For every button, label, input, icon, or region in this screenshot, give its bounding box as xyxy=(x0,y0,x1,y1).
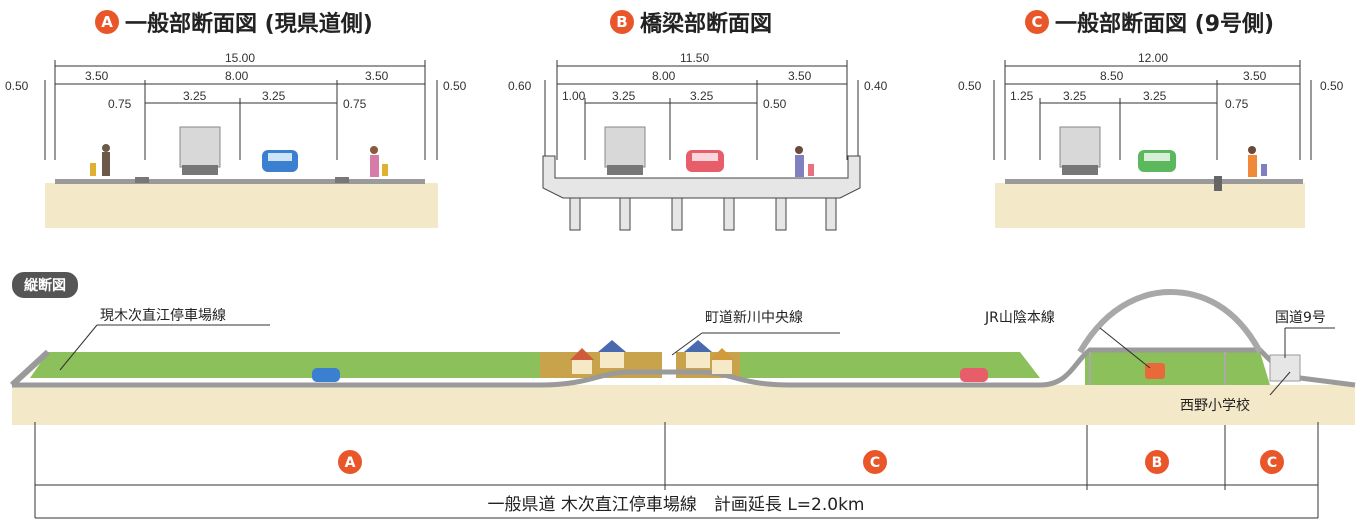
callout-start-label: 現木次直江停車場線 xyxy=(100,307,226,324)
b-pedestrians-icon xyxy=(795,146,814,177)
b-dim-sh-l: 1.00 xyxy=(562,89,586,103)
segment-c2-badge: C xyxy=(1260,450,1284,474)
b-dim-lane1: 3.25 xyxy=(612,89,636,103)
callout-rail-label: JR山陰本線 xyxy=(984,310,1055,326)
b-bridge-structure xyxy=(542,155,861,231)
callout-mid-label: 町道新川中央線 xyxy=(705,310,803,326)
section-b-title-text: 橋梁部断面図 xyxy=(640,12,773,37)
segment-a-badge: A xyxy=(338,450,362,474)
c-dim-center: 8.50 xyxy=(1100,69,1124,83)
a-pedestrians-icon xyxy=(90,144,110,176)
profile-car-blue-icon xyxy=(312,368,340,382)
a-pedestrians-right-icon xyxy=(370,146,388,177)
segment-c2-text: C xyxy=(1267,455,1277,471)
a-dim-lane1: 3.25 xyxy=(183,89,207,103)
c-dim-sh-l: 1.25 xyxy=(1010,89,1034,103)
a-dim-sh-r: 0.75 xyxy=(343,97,367,111)
a-dim-side-l: 3.50 xyxy=(85,69,109,83)
c-car-icon xyxy=(1138,150,1176,172)
segment-c1-text: C xyxy=(870,455,880,471)
section-c-title-text: 一般部断面図 (9号側) xyxy=(1055,12,1275,37)
profile-drawing xyxy=(9,288,1356,425)
segment-b-text: B xyxy=(1152,455,1163,471)
section-c-title: C 一般部断面図 (9号側) xyxy=(1025,6,1274,38)
b-dim-side-r: 3.50 xyxy=(788,69,812,83)
a-dim-left-edge: 0.50 xyxy=(5,79,29,93)
profile-ground-base xyxy=(12,385,1355,425)
section-a-ground xyxy=(45,183,438,228)
c-dim-side-r: 3.50 xyxy=(1243,69,1267,83)
b-dim-right-edge: 0.40 xyxy=(864,79,888,93)
c-truck-icon xyxy=(1059,126,1101,175)
profile-arch-bridge xyxy=(1077,288,1263,354)
a-dim-lane2: 3.25 xyxy=(262,89,286,103)
a-dim-total: 15.00 xyxy=(225,51,255,65)
section-a-drawing: 15.00 0.50 0.50 3.50 8.00 3.50 0.75 3.25… xyxy=(5,51,467,228)
section-b-badge: B xyxy=(610,10,634,34)
c-dim-total: 12.00 xyxy=(1138,51,1168,65)
profile-grass-c1 xyxy=(740,352,1040,378)
section-a-badge: A xyxy=(95,10,119,34)
profile-grass-a xyxy=(30,352,540,378)
a-dim-sh-l: 0.75 xyxy=(108,97,132,111)
section-c-badge: C xyxy=(1025,10,1049,34)
a-truck-icon xyxy=(179,126,221,175)
section-a-title-text: 一般部断面図 (現県道側) xyxy=(125,12,373,37)
profile-houses-icon xyxy=(570,340,734,374)
profile-train-icon xyxy=(1145,363,1165,379)
c-dim-lane2: 3.25 xyxy=(1143,89,1167,103)
b-dim-total: 11.50 xyxy=(680,51,709,65)
callout-school-label: 西野小学校 xyxy=(1180,397,1250,414)
a-dim-side-r: 3.50 xyxy=(365,69,389,83)
b-dim-left-edge: 0.60 xyxy=(508,79,532,93)
a-car-icon xyxy=(262,150,298,172)
c-pedestrians-icon xyxy=(1248,146,1267,177)
c-dim-right-edge: 0.50 xyxy=(1320,79,1344,93)
a-dim-center: 8.00 xyxy=(225,69,249,83)
b-dim-center: 8.00 xyxy=(652,69,676,83)
b-truck-icon xyxy=(604,126,646,175)
c-dim-lane1: 3.25 xyxy=(1063,89,1087,103)
profile-label-pill: 縦断図 xyxy=(12,272,78,298)
b-car-icon xyxy=(686,150,724,172)
bottom-plan-text: 一般県道 木次直江停車場線 計画延長 L=2.0km xyxy=(488,495,865,515)
b-dim-sh-r: 0.50 xyxy=(763,97,787,111)
profile-school-icon xyxy=(1269,354,1301,382)
profile-road-line xyxy=(12,347,1356,388)
c-dim-sh-r: 0.75 xyxy=(1225,97,1249,111)
callout-route-label: 国道9号 xyxy=(1275,310,1326,326)
profile-car-red-icon xyxy=(960,368,988,382)
segment-a-text: A xyxy=(345,455,356,471)
profile-start-road xyxy=(9,349,51,388)
section-c-drawing: 12.00 0.50 0.50 8.50 3.50 1.25 3.25 3.25… xyxy=(958,51,1344,228)
segment-c1-badge: C xyxy=(863,450,887,474)
section-a-road-surface xyxy=(55,179,425,184)
section-a-title: A 一般部断面図 (現県道側) xyxy=(95,6,373,38)
c-dim-left-edge: 0.50 xyxy=(958,79,982,93)
section-c-ground xyxy=(995,183,1305,228)
section-b-drawing: 11.50 0.60 0.40 8.00 3.50 1.00 3.25 3.25… xyxy=(508,51,888,231)
a-dim-right-edge: 0.50 xyxy=(443,79,467,93)
section-b-title: B 橋梁部断面図 xyxy=(610,6,772,38)
segment-b-badge: B xyxy=(1145,450,1169,474)
profile-grass-b xyxy=(1085,352,1270,385)
b-dim-lane2: 3.25 xyxy=(690,89,714,103)
